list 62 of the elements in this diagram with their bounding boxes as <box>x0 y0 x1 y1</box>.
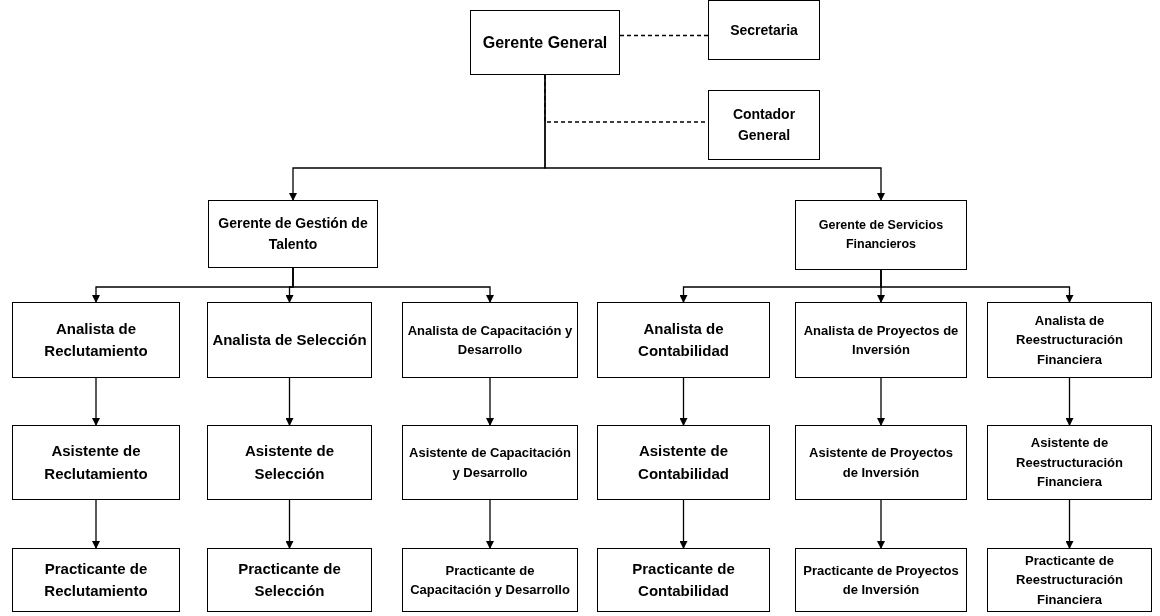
role-title: Asistente de Reclutamiento <box>43 441 149 484</box>
role-box <box>402 548 578 612</box>
role-box <box>12 548 180 612</box>
role-title: Analista de Contabilidad <box>637 318 730 361</box>
arrow <box>679 377 688 426</box>
role-title: Contador General <box>731 105 797 145</box>
role-box <box>402 425 578 500</box>
arrow <box>285 377 294 426</box>
role-box <box>207 548 372 612</box>
role-box <box>12 302 180 378</box>
arrow <box>877 499 885 549</box>
arrow <box>679 499 688 549</box>
arrow <box>877 377 885 426</box>
role-box <box>795 302 967 378</box>
role-box <box>208 200 378 268</box>
role-title: Practicante de Proyectos de Inversión <box>802 561 960 599</box>
connector-line <box>619 34 709 37</box>
arrow <box>292 267 494 303</box>
role-title: Gerente de Gestión de Talento <box>217 214 369 254</box>
role-box <box>708 0 820 60</box>
role-box <box>207 302 372 378</box>
arrow <box>92 499 100 549</box>
role-title: Analista de Proyectos de Inversión <box>802 321 960 359</box>
role-title: Analista de Reestructuración Financiera <box>1015 311 1124 369</box>
arrow <box>1065 377 1074 426</box>
role-title: Secretaria <box>730 20 798 40</box>
role-title: Asistente de Proyectos de Inversión <box>808 444 954 482</box>
role-box <box>12 425 180 500</box>
role-box <box>470 10 620 75</box>
role-title: Gerente General <box>482 32 608 53</box>
role-box <box>207 425 372 500</box>
role-title: Analista de Capacitación y Desarrollo <box>407 321 573 359</box>
role-box <box>795 548 967 612</box>
role-title: Analista de Reclutamiento <box>43 318 149 361</box>
role-title: Asistente de Reestructuración Financiera <box>1015 434 1124 492</box>
role-box <box>987 302 1152 378</box>
role-title: Practicante de Capacitación y Desarrollo <box>409 561 571 599</box>
role-box <box>795 425 967 500</box>
role-title: Practicante de Selección <box>237 558 342 601</box>
arrow <box>1065 499 1074 549</box>
role-title: Asistente de Capacitación y Desarrollo <box>408 444 572 482</box>
role-box <box>795 200 967 270</box>
role-box <box>597 425 770 500</box>
arrow <box>880 269 1074 303</box>
role-box <box>987 548 1152 612</box>
role-box <box>402 302 578 378</box>
role-title: Analista de Selección <box>212 329 367 350</box>
role-title: Practicante de Reestructuración Financiera <box>1015 551 1124 609</box>
arrow <box>544 74 885 201</box>
role-title: Practicante de Contabilidad <box>631 558 736 601</box>
role-title: Gerente de Servicios Financieros <box>817 217 945 253</box>
role-box <box>987 425 1152 500</box>
arrow <box>486 499 494 549</box>
arrow <box>285 499 294 549</box>
role-box <box>597 548 770 612</box>
role-box <box>597 302 770 378</box>
role-title: Asistente de Selección <box>243 441 336 484</box>
role-title: Practicante de Reclutamiento <box>43 558 149 601</box>
arrow <box>92 377 100 426</box>
role-box <box>708 90 820 160</box>
arrow <box>486 377 494 426</box>
role-title: Asistente de Contabilidad <box>637 441 730 484</box>
